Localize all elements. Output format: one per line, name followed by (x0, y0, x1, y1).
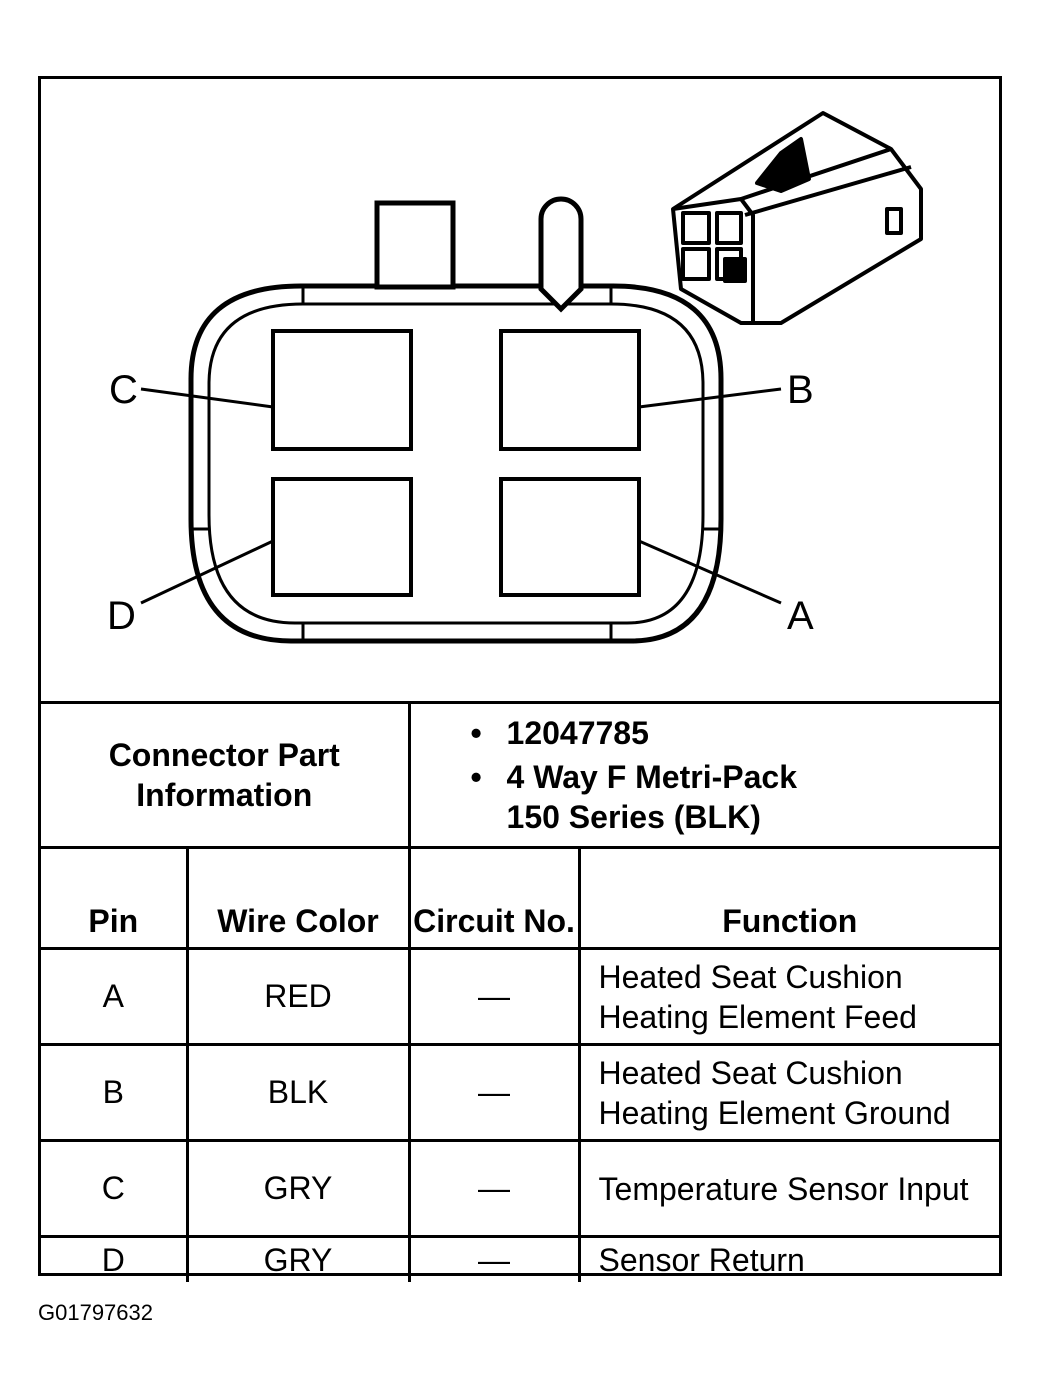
connector-face-view: C B D A (107, 111, 923, 644)
pin-cell: C (41, 1139, 189, 1238)
wire-color-cell: GRY (185, 1139, 411, 1238)
connector-housing (188, 283, 724, 644)
header-wire-color: Wire Color (185, 846, 411, 950)
pin-label-c: C (109, 368, 138, 412)
header-function: Function (577, 846, 1000, 950)
leader-line-b (638, 387, 782, 409)
connector-type-item: • 4 Way F Metri-Pack 150 Series (BLK) (471, 757, 1000, 837)
pin-cell: B (41, 1043, 189, 1142)
leader-line-c (140, 387, 274, 409)
circuit-cell: — (407, 1043, 581, 1142)
header-pin: Pin (41, 846, 189, 950)
function-cell: Sensor Return (577, 1235, 1000, 1282)
cavity-d (271, 477, 413, 597)
pin-label-a: A (787, 594, 814, 638)
bullet-icon: • (470, 759, 482, 795)
function-cell: Temperature Sensor Input (577, 1139, 1000, 1238)
cavity-c (271, 329, 413, 451)
connector-diagram-frame: C B D A Connector Part Information (38, 76, 1002, 1282)
function-cell: Heated Seat Cushion Heating Element Grou… (577, 1043, 1000, 1142)
connector-part-info-label: Connector Part Information (41, 701, 411, 849)
header-circuit-no: Circuit No. (407, 846, 581, 950)
cavity-a (499, 477, 641, 597)
table-row: A RED — Heated Seat Cushion Heating Elem… (41, 947, 1000, 1046)
table-row: B BLK — Heated Seat Cushion Heating Elem… (41, 1043, 1000, 1142)
wire-color-cell: RED (185, 947, 411, 1046)
pin-cell: D (41, 1235, 189, 1282)
function-cell: Heated Seat Cushion Heating Element Feed (577, 947, 1000, 1046)
connector-pinout-table: Connector Part Information • 12047785 • 4 … (41, 701, 1000, 1282)
locking-tab (374, 200, 456, 290)
leader-line-d (140, 539, 274, 605)
bullet-icon: • (470, 715, 482, 751)
cavity-b (499, 329, 641, 451)
part-number-item: • 12047785 (471, 713, 1000, 753)
part-number: 12047785 (506, 715, 649, 751)
leader-line-a (638, 539, 782, 605)
connector-part-info-value: • 12047785 • 4 Way F Metri-Pack 150 Series … (407, 701, 1000, 849)
table-row: D GRY — Sensor Return (41, 1235, 1000, 1282)
connector-type-line2: 150 Series (BLK) (506, 799, 761, 835)
circuit-cell: — (407, 1139, 581, 1238)
table-row: C GRY — Temperature Sensor Input (41, 1139, 1000, 1238)
connector-perspective-illustration (671, 111, 923, 325)
pin-label-d: D (107, 594, 136, 638)
figure-id: G01797632 (38, 1300, 153, 1325)
pin-label-b: B (787, 368, 814, 412)
circuit-cell: — (407, 1235, 581, 1282)
polarization-key (538, 196, 584, 313)
wire-color-cell: GRY (185, 1235, 411, 1282)
wire-color-cell: BLK (185, 1043, 411, 1142)
pin-cell: A (41, 947, 189, 1046)
connector-type-line1: 4 Way F Metri-Pack (506, 759, 797, 795)
circuit-cell: — (407, 947, 581, 1046)
